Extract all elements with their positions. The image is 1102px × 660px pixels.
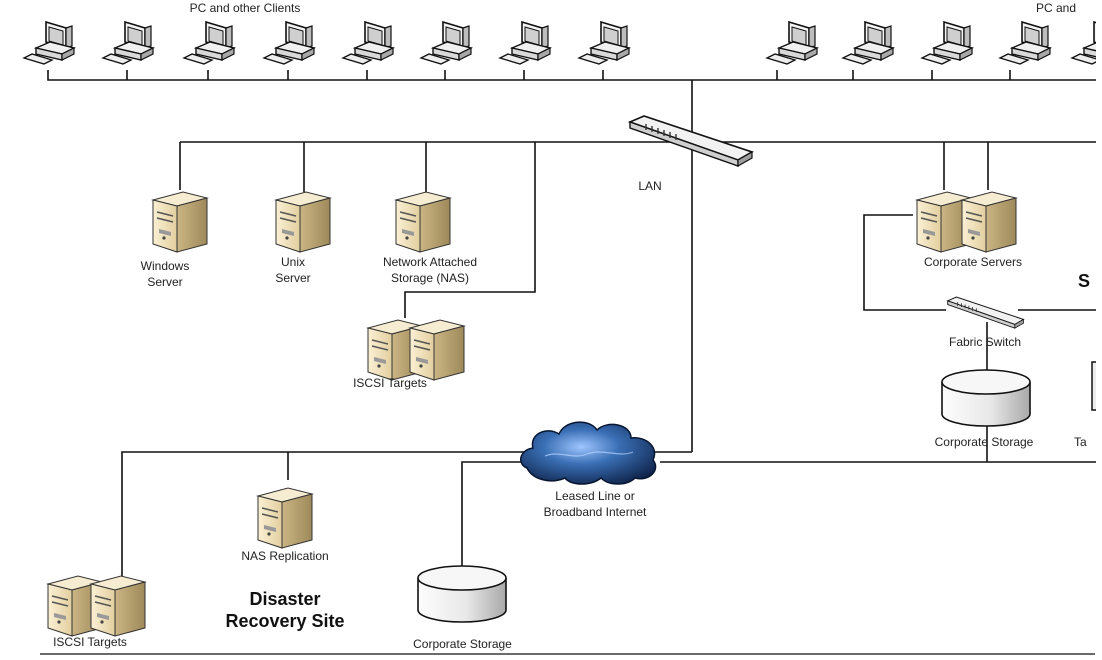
nas-replication-label: NAS Replication <box>241 549 329 563</box>
pc-icon <box>841 20 901 72</box>
pc-icon <box>341 20 401 72</box>
iscsi-targets-bottom-label: ISCSI Targets <box>53 635 127 649</box>
pc-icon <box>577 20 637 72</box>
lan-label: LAN <box>638 179 662 193</box>
server-icon <box>147 186 213 254</box>
nas-label: Network Attached Storage (NAS) <box>382 255 478 285</box>
corporate-servers-label: Corporate Servers <box>923 255 1023 269</box>
server-icon <box>390 186 456 254</box>
switch-icon <box>624 112 756 168</box>
server-icon <box>252 482 318 550</box>
pc-icon <box>22 20 82 72</box>
storage-icon <box>414 564 510 626</box>
pc-icon <box>998 20 1058 72</box>
storage-icon <box>938 368 1034 430</box>
corporate-storage-right-label: Corporate Storage <box>934 435 1034 449</box>
site-partial-label: S <box>1078 271 1091 291</box>
server-icon <box>85 570 151 638</box>
pc-icon <box>498 20 558 72</box>
right-margin <box>1096 0 1102 660</box>
pc-icon <box>419 20 479 72</box>
iscsi-targets-top-label: ISCSI Targets <box>353 376 427 390</box>
windows-server-label: Windows Server <box>140 259 190 289</box>
pc-icon <box>765 20 825 72</box>
switch-icon <box>944 292 1026 332</box>
cloud-icon <box>520 421 657 485</box>
fabric-switch-label: Fabric Switch <box>948 335 1022 349</box>
server-icon <box>404 314 470 382</box>
server-icon <box>956 186 1022 254</box>
server-icon <box>270 186 336 254</box>
corporate-storage-bottom-label: Corporate Storage <box>413 637 512 651</box>
leased-line-label: Leased Line or Broadband Internet <box>543 489 647 519</box>
pc-icon <box>182 20 242 72</box>
clients-right-label: PC and <box>1036 1 1077 15</box>
pc-icon <box>262 20 322 72</box>
pc-icon <box>101 20 161 72</box>
tape-partial-label: Ta <box>1074 435 1087 449</box>
disaster-recovery-title: Disaster Recovery Site <box>225 589 345 631</box>
pc-icon <box>920 20 980 72</box>
unix-server-label: Unix Server <box>275 255 311 285</box>
clients-left-label: PC and other Clients <box>189 1 301 15</box>
